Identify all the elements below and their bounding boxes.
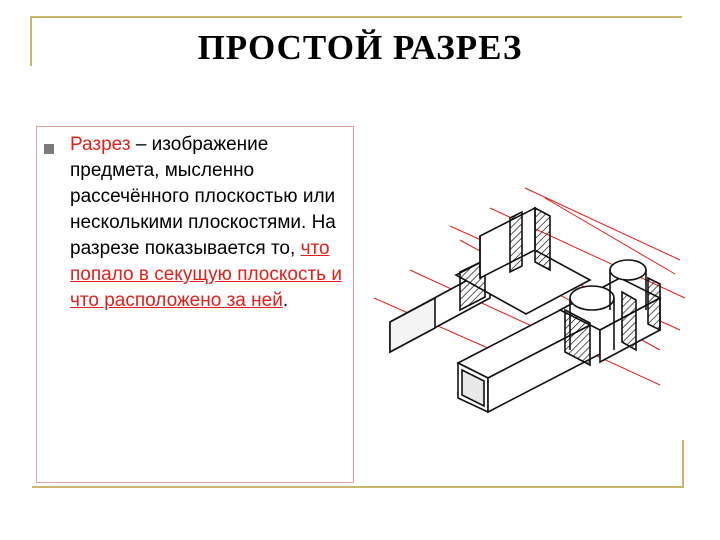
frame-bottom-line	[32, 486, 684, 488]
end-punctuation: .	[282, 290, 289, 311]
frame-right-line	[682, 440, 684, 488]
term: Разрез	[70, 134, 131, 155]
drawing-black-lines	[389, 206, 662, 414]
square-bullet-icon	[44, 144, 54, 154]
frame-left-line	[30, 16, 32, 66]
emphasis-text: что попало в секущую плоскость и что рас…	[70, 238, 342, 311]
frame-top-line	[30, 16, 682, 18]
definition-paragraph: Разрез – изображение предмета, мысленно …	[70, 132, 350, 314]
slide-title: ПРОСТОЙ РАЗРЕЗ	[197, 28, 523, 67]
definition-text: – изображение предмета, мысленно рассечё…	[70, 134, 336, 259]
section-drawing	[373, 187, 686, 414]
text-box	[36, 126, 354, 483]
